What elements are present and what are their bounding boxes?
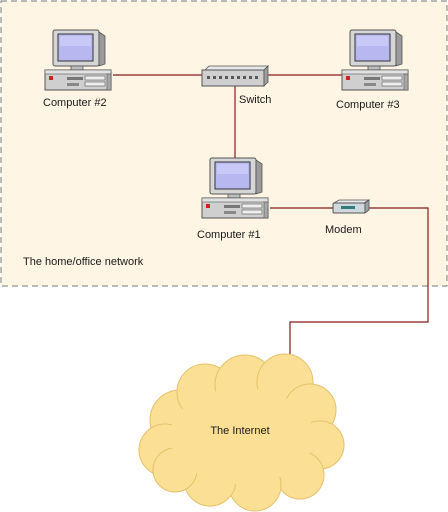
cable-modem-internet (289, 207, 429, 362)
internet-label: The Internet (210, 425, 270, 437)
network-switch-icon[interactable] (201, 65, 269, 87)
network-label: The home/office network (23, 256, 144, 268)
computer-3-icon[interactable] (341, 29, 409, 91)
computer-2-label: Computer #2 (43, 97, 107, 109)
modem-icon[interactable] (332, 199, 371, 214)
computer-2-icon[interactable] (44, 29, 112, 91)
computer-1-label: Computer #1 (197, 229, 261, 241)
cables (113, 74, 429, 362)
switch-label: Switch (239, 94, 272, 106)
modem-label: Modem (325, 224, 362, 236)
computer-1-icon[interactable] (201, 157, 269, 219)
internet-cloud-icon[interactable] (138, 353, 345, 512)
computer-3-label: Computer #3 (336, 99, 400, 111)
